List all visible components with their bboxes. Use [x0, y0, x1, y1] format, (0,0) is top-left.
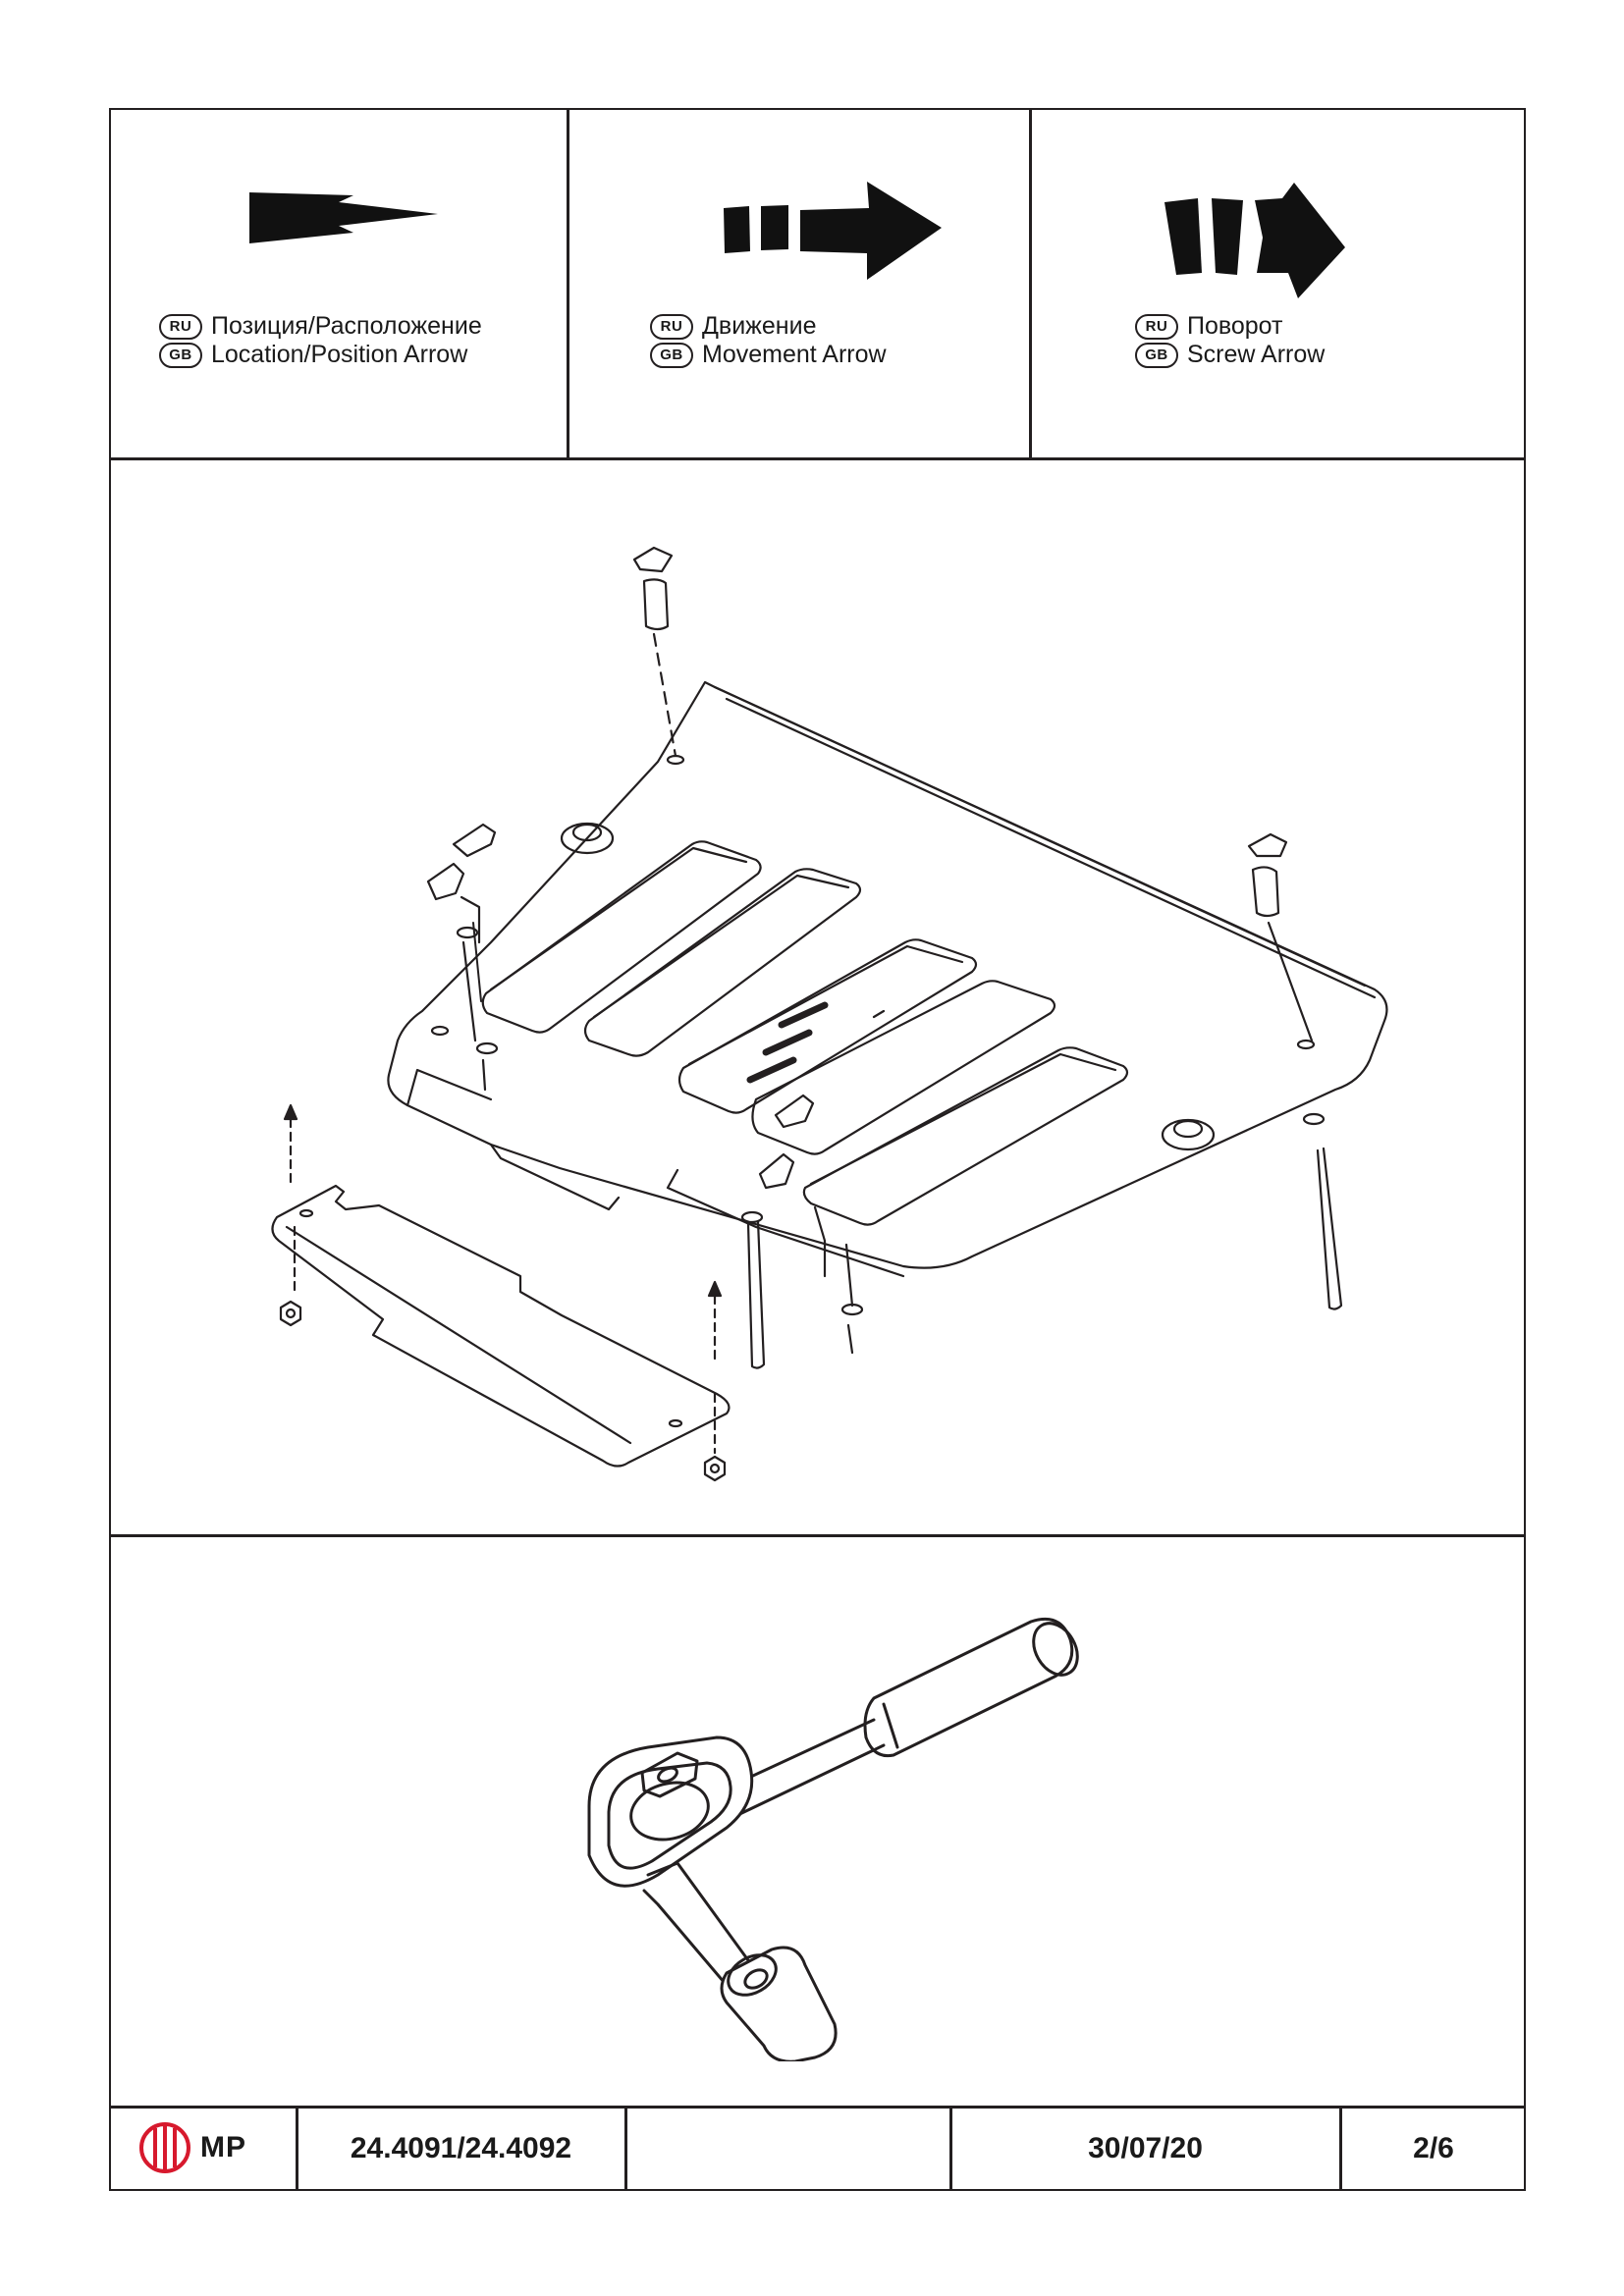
divider-drawing [109, 1534, 1526, 1537]
legend-gb-text: Screw Arrow [1187, 341, 1326, 368]
legend-divider-1 [567, 108, 569, 459]
brand-logo: MP [137, 2118, 246, 2177]
legend-ru-text: Позиция/Расположение [211, 312, 482, 340]
ru-badge: RU [159, 313, 202, 340]
footer-divider-4 [1339, 2106, 1342, 2191]
gb-badge: GB [159, 342, 202, 368]
footer-divider-2 [624, 2106, 627, 2191]
brand-name: MP [200, 2131, 246, 2163]
footer-divider-3 [949, 2106, 952, 2191]
curved-arrow-icon [1164, 183, 1345, 298]
ru-badge: RU [650, 313, 693, 340]
skid-plate-assembly-drawing [271, 546, 1388, 1482]
date: 30/07/20 [1088, 2132, 1203, 2164]
page-number: 2/6 [1413, 2132, 1454, 2164]
solid-arrow-icon [249, 192, 438, 243]
gb-badge: GB [650, 342, 693, 368]
divider-legend [109, 457, 1526, 460]
legend-ru-text: Поворот [1187, 312, 1283, 340]
part-number: 24.4091/24.4092 [350, 2132, 572, 2164]
page-frame [109, 108, 1526, 2191]
gb-badge: GB [1135, 342, 1178, 368]
legend-divider-2 [1029, 108, 1032, 459]
divider-footer [109, 2106, 1526, 2109]
legend-gb-text: Location/Position Arrow [211, 341, 468, 368]
dashed-arrow-icon [724, 182, 942, 280]
mp-logo-icon [139, 2122, 190, 2173]
legend-gb-text: Movement Arrow [702, 341, 887, 368]
plate-ribs [481, 840, 1129, 1226]
ru-badge: RU [1135, 313, 1178, 340]
blank-cell [626, 2109, 949, 2189]
ratchet-wrench-icon [587, 1617, 1079, 2061]
legend-ru-text: Движение [702, 312, 817, 340]
footer-divider-1 [296, 2106, 298, 2191]
